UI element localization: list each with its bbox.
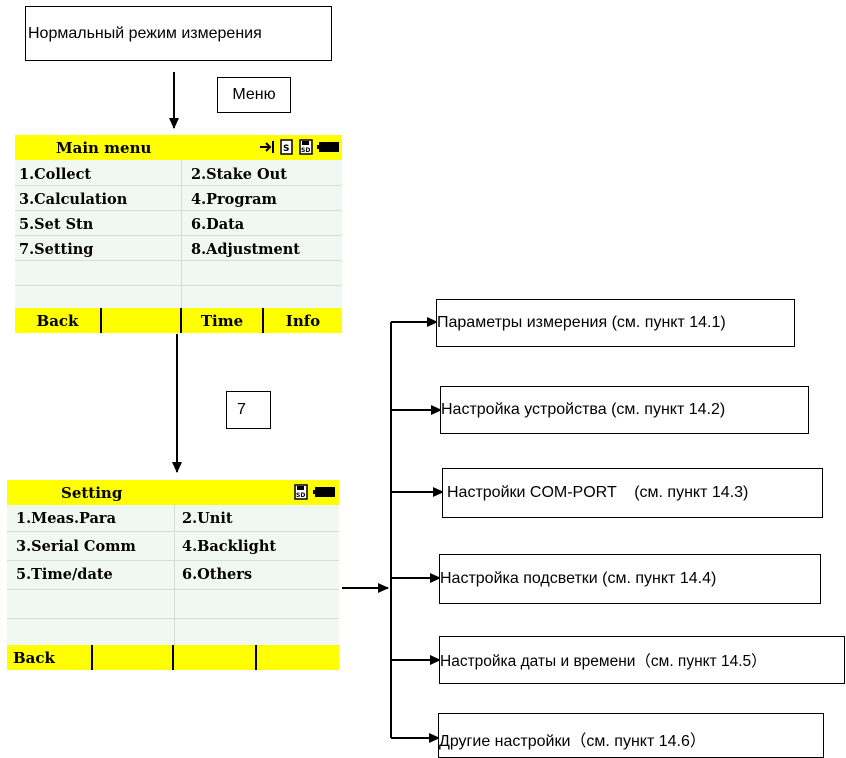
main-menu-softkey-bar: Back Time Info	[15, 308, 342, 333]
main-menu-item-adjustment[interactable]: 8.Adjustment	[191, 241, 300, 258]
main-menu-item-setting[interactable]: 7.Setting	[19, 241, 94, 258]
svg-text:SD: SD	[296, 492, 305, 499]
target-device-setup-box: Настройка устройства (см. пункт 14.2)	[440, 386, 809, 434]
main-menu-item-calculation[interactable]: 3.Calculation	[19, 191, 128, 208]
target-meas-params-label: Параметры измерения (см. пункт 14.1)	[437, 314, 726, 331]
sd-card-icon: SD	[299, 139, 313, 155]
main-menu-item-stake-out[interactable]: 2.Stake Out	[191, 166, 287, 183]
svg-text:SD: SD	[301, 147, 310, 154]
main-menu-title: Main menu	[56, 139, 152, 157]
setting-softkey-back[interactable]: Back	[7, 645, 93, 670]
arrow-in-icon	[260, 141, 274, 153]
setting-item-meas-para[interactable]: 1.Meas.Para	[16, 510, 116, 527]
setting-item-unit[interactable]: 2.Unit	[182, 510, 233, 527]
key-7-box: 7	[226, 391, 271, 429]
setting-softkey-4[interactable]	[257, 645, 339, 670]
setting-softkey-3[interactable]	[174, 645, 257, 670]
target-backlight-label: Настройка подсветки (см. пункт 14.4)	[440, 570, 717, 587]
main-menu-screen: Main menu S SD 1.Collect 2.Stake Out 3.C…	[15, 135, 342, 333]
setting-item-backlight[interactable]: 4.Backlight	[182, 538, 277, 555]
main-menu-softkey-back[interactable]: Back	[15, 308, 102, 333]
main-menu-title-bar: Main menu S SD	[15, 135, 342, 160]
main-menu-item-data[interactable]: 6.Data	[191, 216, 245, 233]
battery-icon	[313, 487, 335, 497]
target-date-time-box: Настройка даты и времени（см. пункт 14.5）	[439, 636, 845, 684]
target-other-settings-box: Другие настройки（см. пункт 14.6）	[438, 713, 824, 758]
main-menu-softkey-empty[interactable]	[102, 308, 182, 333]
setting-screen: Setting SD 1.Meas.Para 2.Unit 3.Serial C…	[7, 480, 339, 670]
battery-icon	[317, 142, 339, 152]
sd-card-icon: SD	[294, 484, 308, 500]
main-menu-item-program[interactable]: 4.Program	[191, 191, 277, 208]
memory-card-icon: S	[280, 139, 293, 155]
menu-key-box: Меню	[217, 77, 291, 113]
target-device-setup-label: Настройка устройства (см. пункт 14.2)	[441, 401, 726, 418]
normal-mode-label: Нормальный режим измерения	[28, 24, 262, 42]
target-meas-params-box: Параметры измерения (см. пункт 14.1)	[436, 299, 795, 347]
setting-item-time-date[interactable]: 5.Time/date	[16, 566, 113, 583]
main-menu-softkey-info[interactable]: Info	[285, 311, 321, 330]
target-com-port-label: Настройки COM-PORT (см. пункт 14.3)	[447, 484, 749, 501]
main-menu-item-set-stn[interactable]: 5.Set Stn	[19, 216, 94, 233]
normal-mode-box: Нормальный режим измерения	[25, 6, 332, 61]
setting-title: Setting	[61, 484, 123, 502]
setting-item-others[interactable]: 6.Others	[182, 566, 253, 583]
target-com-port-box: Настройки COM-PORT (см. пункт 14.3)	[442, 468, 823, 518]
setting-item-serial-comm[interactable]: 3.Serial Comm	[16, 538, 136, 555]
target-other-settings-label: Другие настройки（см. пункт 14.6）	[439, 733, 706, 750]
menu-key-label: Меню	[232, 86, 276, 103]
target-backlight-box: Настройка подсветки (см. пункт 14.4)	[439, 554, 821, 604]
key-7-label: 7	[237, 401, 246, 418]
main-menu-item-collect[interactable]: 1.Collect	[19, 166, 92, 183]
main-menu-softkey-time[interactable]: Time	[182, 308, 264, 333]
target-date-time-label: Настройка даты и времени（см. пункт 14.5）	[440, 653, 767, 670]
setting-softkey-bar: Back	[7, 645, 339, 670]
setting-title-bar: Setting SD	[7, 480, 339, 505]
setting-softkey-2[interactable]	[93, 645, 174, 670]
svg-text:S: S	[283, 144, 289, 154]
